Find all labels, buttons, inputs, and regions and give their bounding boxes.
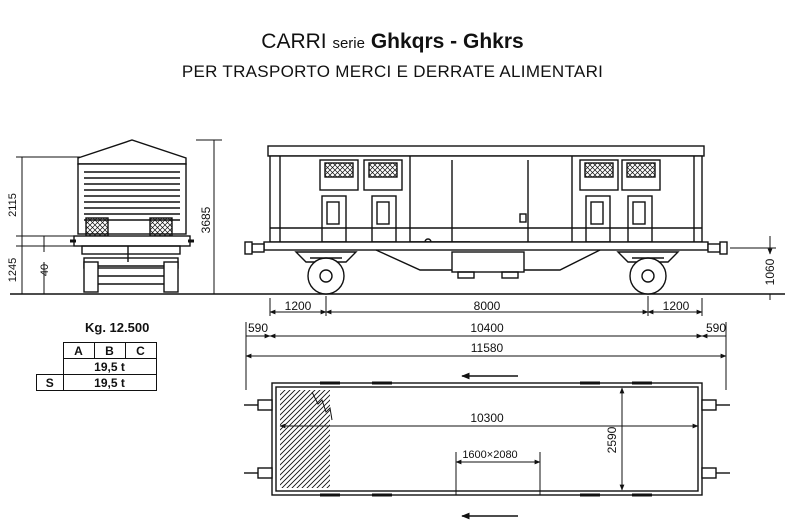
load-header-a: A bbox=[62, 342, 95, 359]
end-view bbox=[70, 139, 194, 293]
title-series-codes: Ghkqrs - Ghkrs bbox=[370, 30, 524, 53]
end-height-lower-label: 1245 bbox=[7, 258, 19, 282]
side-elevation bbox=[244, 145, 728, 295]
length-over-buffers-label: 11580 bbox=[471, 341, 504, 355]
drawing-subtitle: PER TRASPORTO MERCI E DERRATE ALIMENTARI bbox=[181, 62, 604, 81]
axle-offset-left-label: 1200 bbox=[285, 299, 312, 313]
load-header-b: B bbox=[93, 342, 126, 359]
total-height-label: 3685 bbox=[199, 206, 213, 233]
end-height-upper-label: 2115 bbox=[7, 193, 19, 217]
drawing-title: CARRI serie Ghkqrs - Ghkrs bbox=[0, 30, 785, 54]
load-limit-table: A B C 19,5 t S 19,5 t bbox=[36, 342, 157, 391]
axle-offset-right-label: 1200 bbox=[663, 299, 690, 313]
load-table-header-row: A B C bbox=[37, 342, 157, 359]
wheelbase-label: 8000 bbox=[474, 299, 501, 313]
load-row2-label: S bbox=[36, 374, 64, 391]
load-row1-label bbox=[37, 359, 64, 375]
buffer-height-label: 1060 bbox=[763, 258, 777, 285]
load-table-row: 19,5 t bbox=[37, 358, 157, 375]
end-small-dimension-label: 40 bbox=[39, 264, 51, 276]
tare-weight: Kg. 12.500 bbox=[85, 320, 150, 335]
plan-view bbox=[244, 372, 730, 520]
title-carri: CARRI bbox=[261, 30, 327, 53]
body-length-label: 10400 bbox=[470, 321, 504, 335]
plan-dimensions bbox=[279, 387, 699, 495]
load-header-c: C bbox=[124, 342, 157, 359]
side-dimensions bbox=[245, 236, 776, 390]
overhang-left-label: 590 bbox=[248, 321, 268, 335]
load-row2-value: 19,5 t bbox=[62, 374, 157, 391]
door-opening-label: 1600×2080 bbox=[462, 449, 517, 461]
load-row1-value: 19,5 t bbox=[62, 358, 157, 375]
floor-length-label: 10300 bbox=[470, 411, 504, 425]
load-table-row: S 19,5 t bbox=[36, 374, 157, 391]
end-view-dimensions bbox=[16, 139, 222, 294]
overhang-right-label: 590 bbox=[706, 321, 726, 335]
floor-width-label: 2590 bbox=[605, 426, 619, 453]
title-serie: serie bbox=[332, 35, 365, 52]
